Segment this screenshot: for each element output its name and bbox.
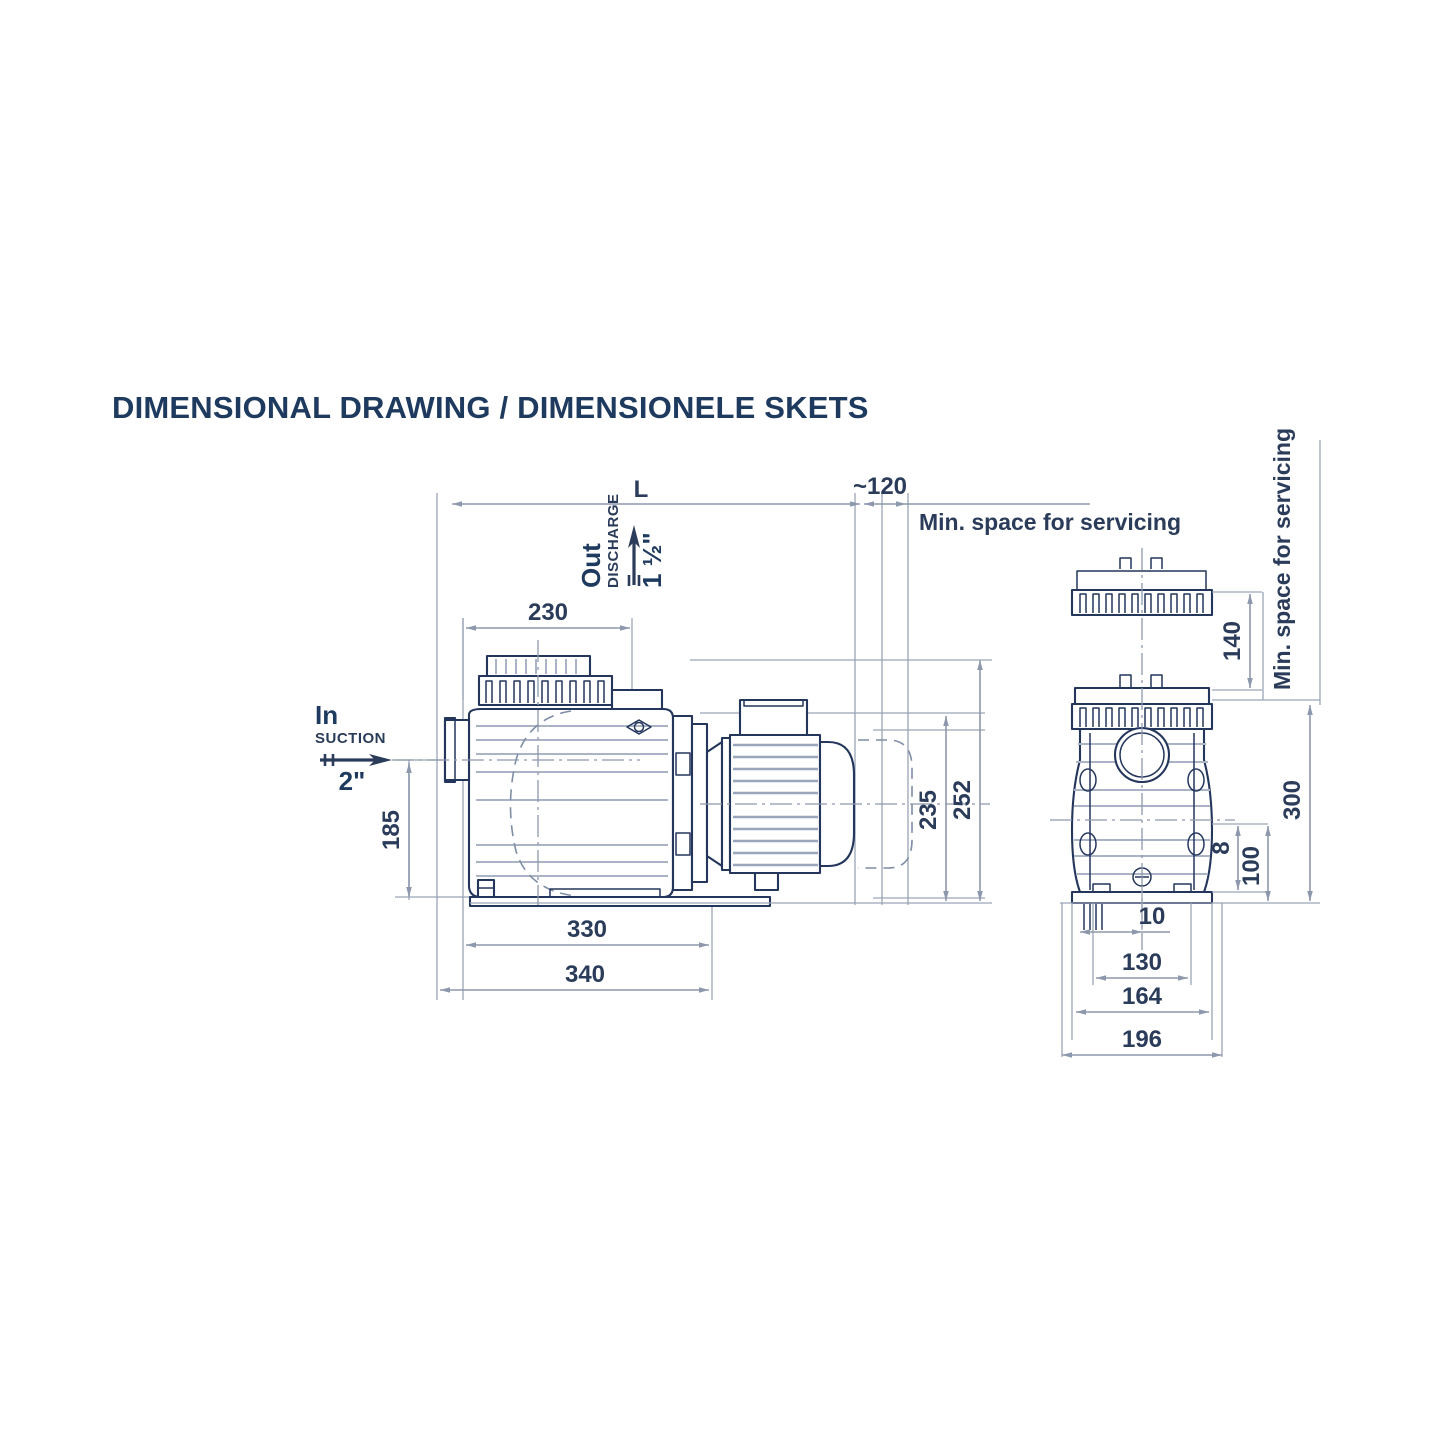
dimension-252: 252 [470,659,992,904]
dimension-330: 330 [466,916,709,948]
svg-text:Min. space for servicing: Min. space for servicing [919,509,1181,535]
dimension-label-300: 300 [1279,780,1306,820]
fan-clearance-envelope [858,739,913,869]
side-view-group: L ~120 Min. space for servicing 230 [315,473,1181,1000]
front-view-extension-lines [1060,440,1321,1040]
dimension-230: 230 [462,599,630,700]
motor-side [700,698,990,892]
dimension-140: 140 [1219,594,1253,688]
dimension-label-10: 10 [1139,903,1166,930]
dimension-164: 164 [1076,983,1209,1015]
housing-banding [476,725,668,877]
dimension-label-185: 185 [378,810,405,850]
note-min-space-horizontal: Min. space for servicing [919,509,1181,535]
dimension-label-330: 330 [567,916,607,943]
dimension-130: 130 [1096,949,1188,981]
dimension-label-340: 340 [565,961,605,988]
dimension-label-100: 100 [1238,846,1265,886]
dimension-120: ~120 [853,473,1090,507]
dimension-label-230: 230 [528,599,568,626]
discharge-label-sub: DISCHARGE [605,493,622,588]
dimension-label-164: 164 [1122,983,1163,1010]
dimension-8: 8 [1208,826,1241,890]
suction-label-size: 2" [339,766,366,796]
suction-label-sub: SUCTION [315,730,386,747]
dimension-label-L: L [634,476,649,503]
suction-arrow-icon [320,754,392,766]
dimension-100: 100 [1238,826,1271,901]
motor-cooling-fins [733,743,818,867]
pump-body-side [443,654,772,908]
dimension-10: 10 [1080,903,1170,935]
note-min-space-vertical: Min. space for servicing [1269,428,1295,690]
dimension-196: 196 [1061,903,1223,1058]
dimension-label-235: 235 [915,790,942,830]
front-view-group: 140 Min. space for servicing 300 8 100 [1050,428,1321,1058]
dimension-235: 235 [915,716,949,901]
strainer-lid-ribs [485,680,605,703]
suction-label-in: In [315,700,338,730]
dimension-label-252: 252 [949,780,976,820]
strainer-lid-cap-ribs [495,659,577,674]
dimension-L: L [452,476,860,507]
discharge-label-out: Out [576,543,606,588]
mounting-bosses [1079,768,1205,856]
dimension-label-8: 8 [1208,841,1235,854]
dimension-label-196: 196 [1122,1026,1162,1053]
detached-lid-ribs [1079,593,1204,613]
svg-text:Min. space for servicing: Min. space for servicing [1269,428,1295,690]
dimension-340: 340 [440,961,709,993]
suction-port-label: In SUCTION 2" [315,700,392,796]
dimension-label-130: 130 [1122,949,1162,976]
dimension-label-120: ~120 [853,473,907,500]
discharge-arrow-icon [627,525,641,586]
drain-plug-icon [626,719,652,735]
discharge-label-size: 1 ½" [637,532,667,588]
dimension-300: 300 [1279,705,1313,901]
dimension-label-140: 140 [1219,621,1246,661]
discharge-port-label: Out DISCHARGE 1 ½" [576,493,667,588]
front-lid-ribs [1079,707,1204,727]
page-title: DIMENSIONAL DRAWING / DIMENSIONELE SKETS [112,390,869,425]
